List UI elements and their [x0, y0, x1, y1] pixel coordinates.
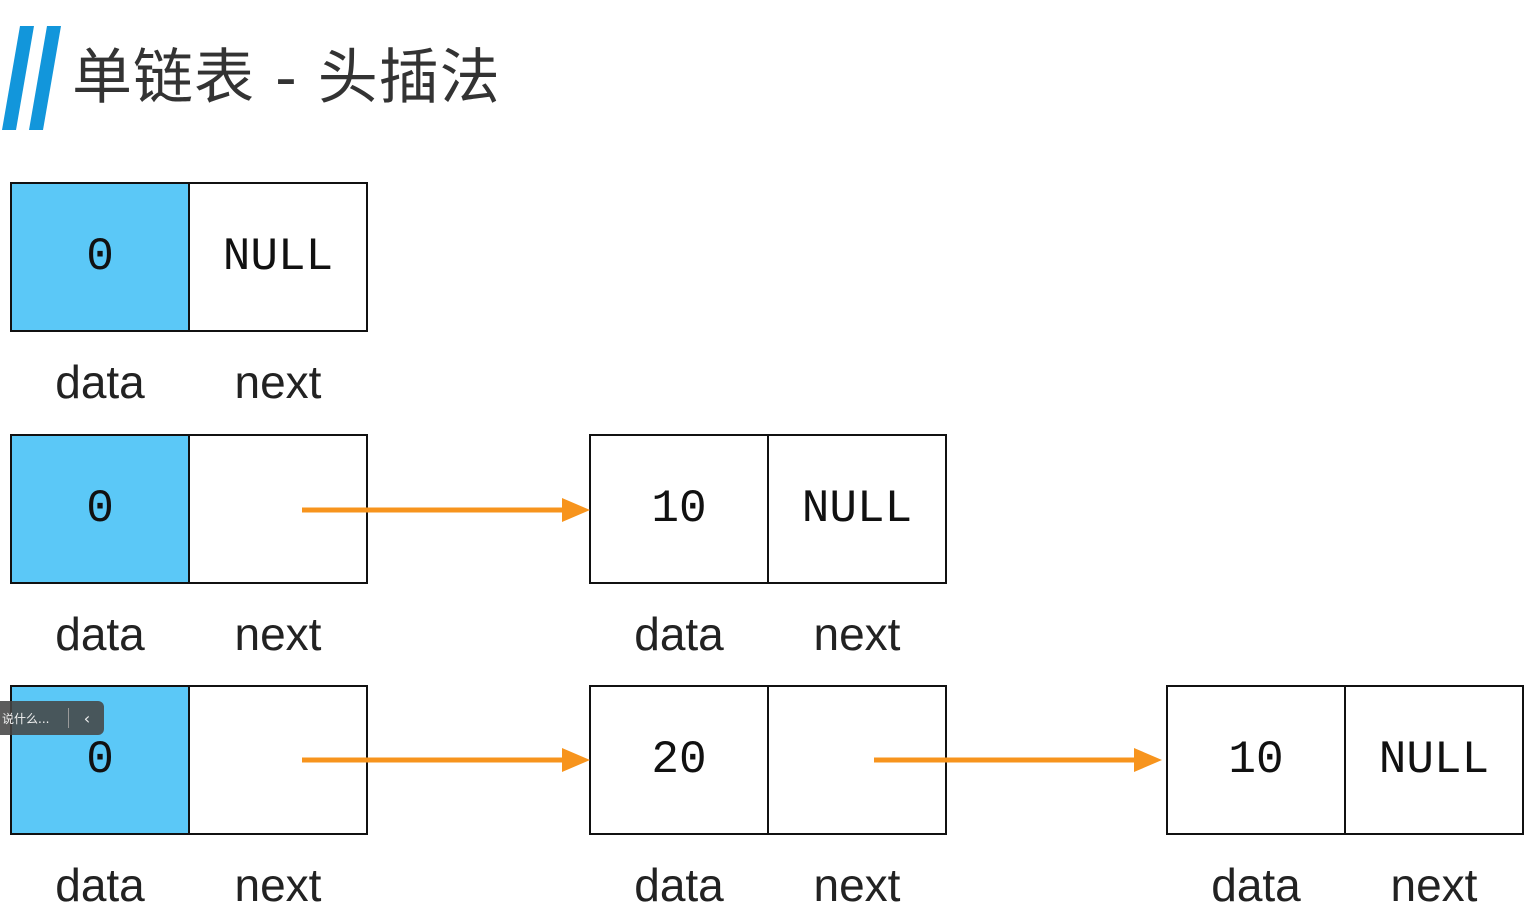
data-label: data	[55, 608, 145, 660]
next-label: next	[234, 356, 322, 408]
pointer-arrow	[302, 748, 590, 772]
chevron-left-icon[interactable]: ‹	[83, 708, 91, 728]
data-label: data	[634, 859, 724, 911]
list-node: 10 NULL data next	[1166, 685, 1526, 911]
list-node: 10 NULL data next	[589, 434, 949, 660]
data-label: data	[55, 356, 145, 408]
data-label: data	[634, 608, 724, 660]
next-label: next	[813, 859, 901, 911]
list-node: 0 NULL data next	[10, 182, 370, 408]
page-title: 单链表 - 头插法	[72, 43, 501, 113]
node-data-cell: 20	[589, 685, 769, 835]
node-next-cell: NULL	[767, 434, 947, 584]
node-data-cell: 10	[589, 434, 769, 584]
caption-text: 说什么...	[2, 712, 50, 726]
pointer-arrow	[874, 748, 1162, 772]
title-logo-icon	[2, 26, 61, 130]
next-label: next	[234, 859, 322, 911]
data-label: data	[55, 859, 145, 911]
pointer-arrow	[302, 498, 590, 522]
node-next-cell: NULL	[1344, 685, 1524, 835]
floating-caption-widget: 说什么... ‹	[0, 701, 104, 735]
divider	[68, 708, 69, 728]
next-label: next	[234, 608, 322, 660]
node-data-cell: 0	[10, 434, 190, 584]
node-next-cell: NULL	[188, 182, 368, 332]
data-label: data	[1211, 859, 1301, 911]
list-node: 0 data next	[10, 434, 370, 660]
node-data-cell: 10	[1166, 685, 1346, 835]
node-data-cell: 0	[10, 182, 190, 332]
next-label: next	[813, 608, 901, 660]
next-label: next	[1390, 859, 1478, 911]
